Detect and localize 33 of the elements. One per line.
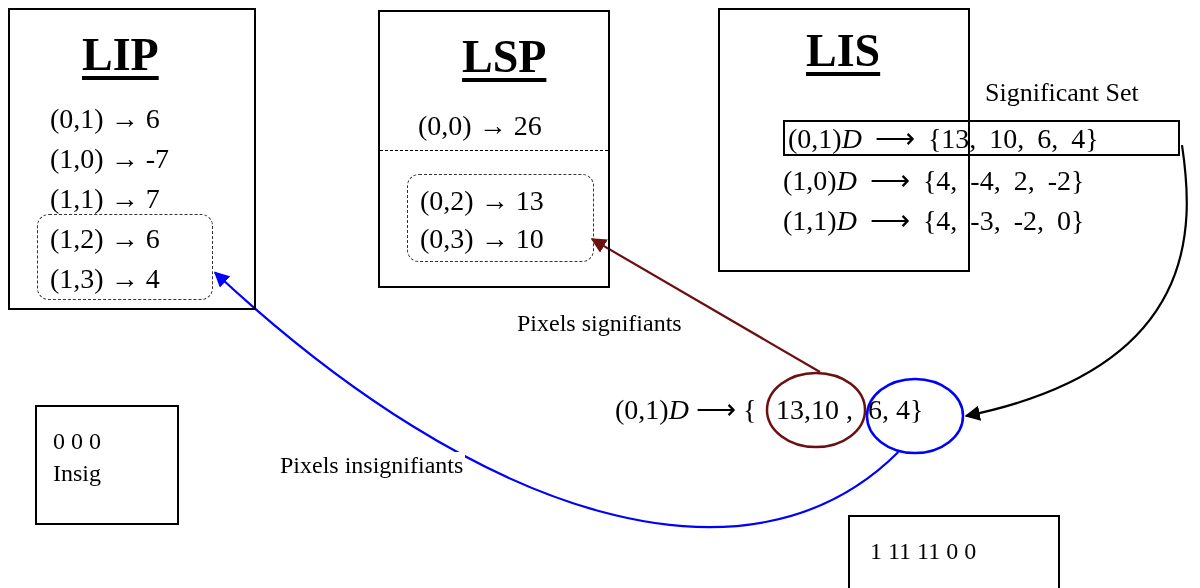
list-entry: (1,0)D ⟶ {4, -4, 2, -2}	[783, 167, 1085, 195]
insignificant-pixels-ellipse	[866, 378, 964, 454]
list-entry: Insig	[53, 461, 101, 485]
arrow	[590, 238, 821, 373]
list-title: LIP	[82, 32, 159, 78]
grouped-entries	[407, 174, 594, 262]
code-box	[848, 515, 1060, 588]
list-entry: (1,3) → 4	[50, 265, 160, 293]
arrow	[213, 271, 900, 529]
list-entry: (0,0) → 26	[418, 112, 542, 140]
list-entry: (1,0) → -7	[50, 145, 169, 173]
edge-label: Pixels insignifiants	[278, 452, 466, 478]
list-entry: 1 11 11 0 0	[870, 539, 977, 563]
list-entry: (1,2) → 6	[50, 225, 160, 253]
arrow	[964, 145, 1188, 420]
list-entry: (0,2) → 13	[420, 187, 544, 215]
list-entry: (0,3) → 10	[420, 225, 544, 253]
list-title: LIS	[806, 28, 881, 74]
list-box	[378, 10, 610, 288]
list-entry: 0 0 0	[53, 429, 101, 453]
highlighted-entry	[783, 120, 1180, 156]
list-box	[8, 8, 256, 310]
list-entry: (1,1)D ⟶ {4, -3, -2, 0}	[783, 207, 1085, 235]
list-entry: (1,1) → 7	[50, 185, 160, 213]
set-entry: (0,1)D ⟶ {	[615, 396, 757, 424]
column-heading: Significant Set	[985, 80, 1139, 106]
significant-pixels-ellipse	[766, 372, 866, 448]
set-values: 6, 4}	[868, 396, 924, 424]
grouped-entries	[37, 214, 213, 300]
list-entry: (0,1) → 6	[50, 105, 160, 133]
code-box	[35, 405, 179, 525]
list-title: LSP	[462, 34, 547, 80]
set-values: 13,10 ,	[776, 396, 853, 424]
